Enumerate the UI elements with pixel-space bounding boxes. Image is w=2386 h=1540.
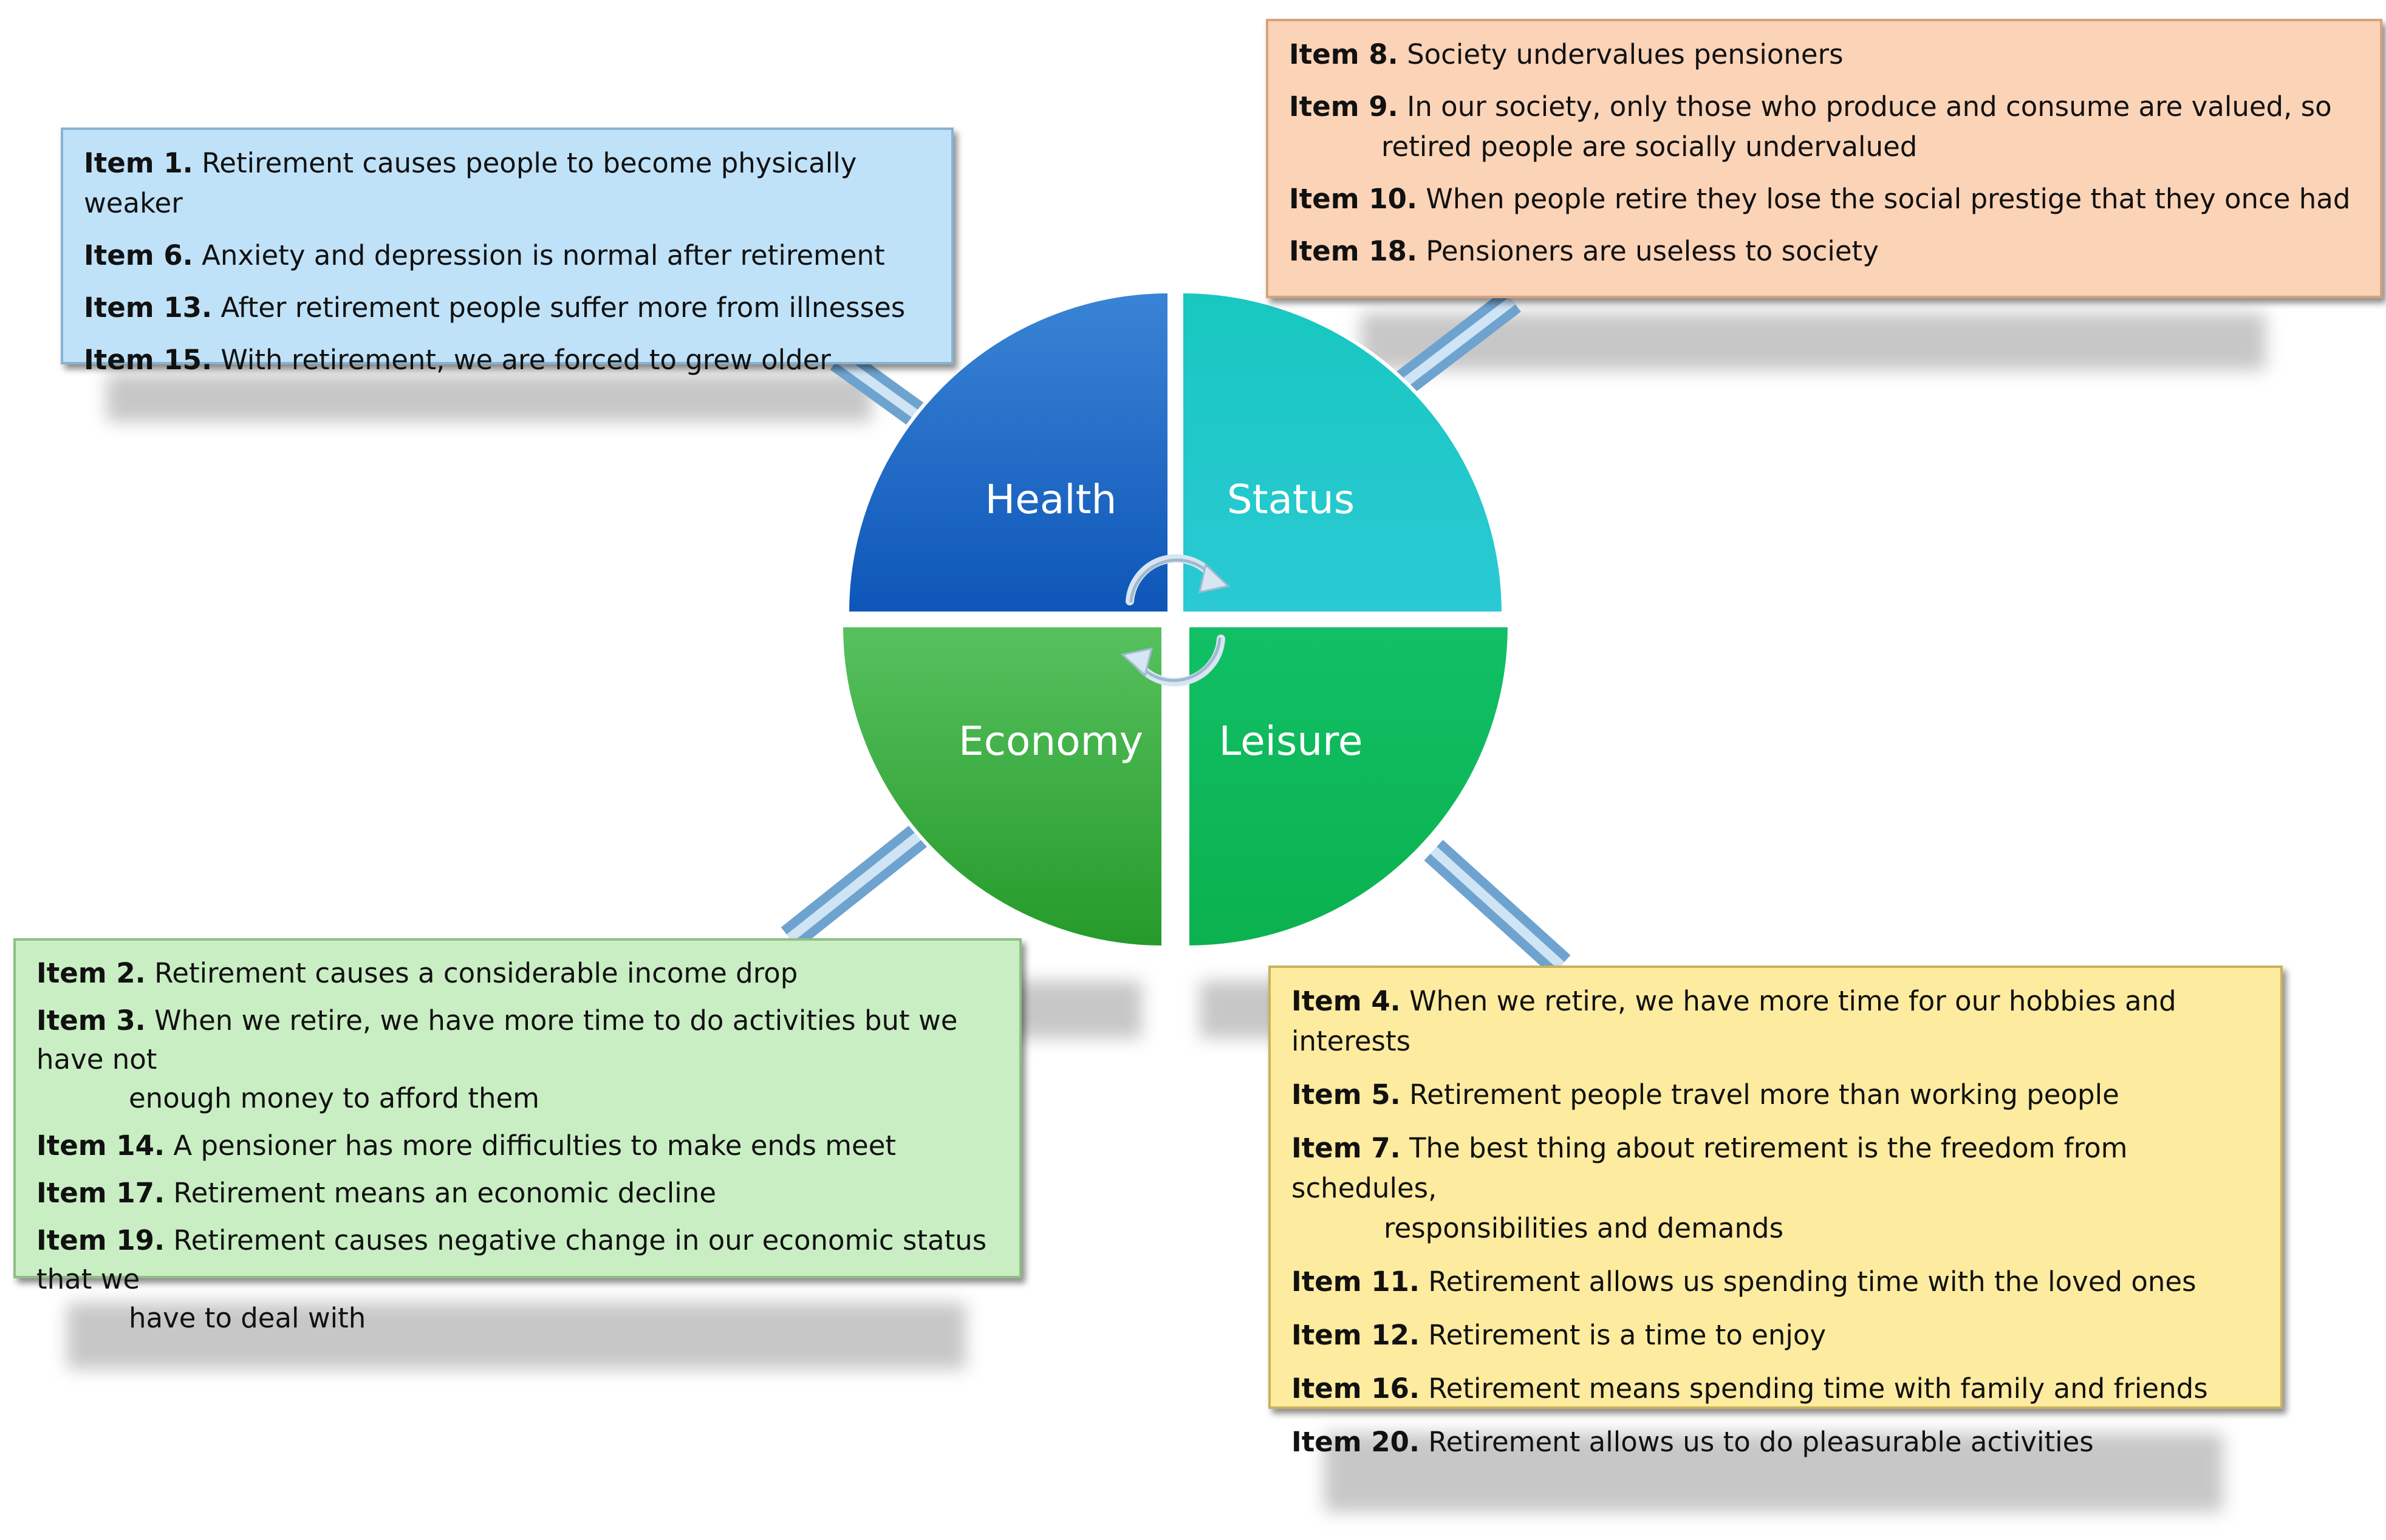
leisure-item: Item 5. Retirement people travel more th… [1291, 1078, 2119, 1111]
status-item: Item 8. Society undervalues pensioners [1289, 38, 1844, 70]
shadow-bar-leisure [1324, 1433, 2223, 1512]
shadow-bar-economy-bottom [67, 1303, 966, 1369]
health-item: Item 13. After retirement people suffer … [84, 291, 906, 324]
status-item: Item 18. Pensioners are useless to socie… [1289, 235, 1879, 267]
health-item: Item 1. Retirement causes people to beco… [84, 147, 857, 219]
quadrant-status [1180, 289, 1506, 615]
shadow-bar-status [1361, 313, 2266, 370]
economy-item: Item 3. When we retire, we have more tim… [36, 1004, 958, 1114]
health-items-box: Item 1. Retirement causes people to beco… [61, 128, 954, 376]
leisure-item: Item 20. Retirement allows us to do plea… [1291, 1426, 2094, 1458]
quadrant-label-leisure: Leisure [1219, 718, 1362, 765]
status-items-box: Item 8. Society undervalues pensioners I… [1266, 19, 2382, 298]
economy-items-box: Item 2. Retirement causes a considerable… [13, 938, 1022, 1334]
quadrant-leisure [1186, 624, 1512, 950]
health-item: Item 15. With retirement, we are forced … [84, 344, 831, 376]
status-item: Item 9. In our society, only those who p… [1289, 90, 2332, 163]
leisure-item: Item 4. When we retire, we have more tim… [1291, 985, 2176, 1057]
leisure-item: Item 7. The best thing about retirement … [1291, 1132, 2128, 1244]
leisure-item: Item 12. Retirement is a time to enjoy [1291, 1319, 1827, 1351]
quadrant-health [845, 289, 1171, 615]
connector-beams [781, 289, 1571, 976]
cycle-arrows-icon [1120, 554, 1231, 687]
shadow-bar-health [106, 373, 872, 422]
quadrant-label-status: Status [1227, 476, 1355, 523]
health-item: Item 6. Anxiety and depression is normal… [84, 239, 885, 271]
economy-item: Item 14. A pensioner has more difficulti… [36, 1129, 897, 1162]
economy-item: Item 17. Retirement means an economic de… [36, 1177, 717, 1209]
quadrant-economy [839, 624, 1165, 950]
leisure-item: Item 16. Retirement means spending time … [1291, 1372, 2208, 1405]
status-item: Item 10. When people retire they lose th… [1289, 183, 2351, 215]
quadrant-label-economy: Economy [959, 718, 1143, 765]
leisure-items-box: Item 4. When we retire, we have more tim… [1268, 966, 2283, 1458]
leisure-item: Item 11. Retirement allows us spending t… [1291, 1266, 2196, 1298]
economy-item: Item 2. Retirement causes a considerable… [36, 957, 798, 989]
quadrant-label-health: Health [985, 476, 1117, 523]
economy-item: Item 19. Retirement causes negative chan… [36, 1224, 987, 1334]
